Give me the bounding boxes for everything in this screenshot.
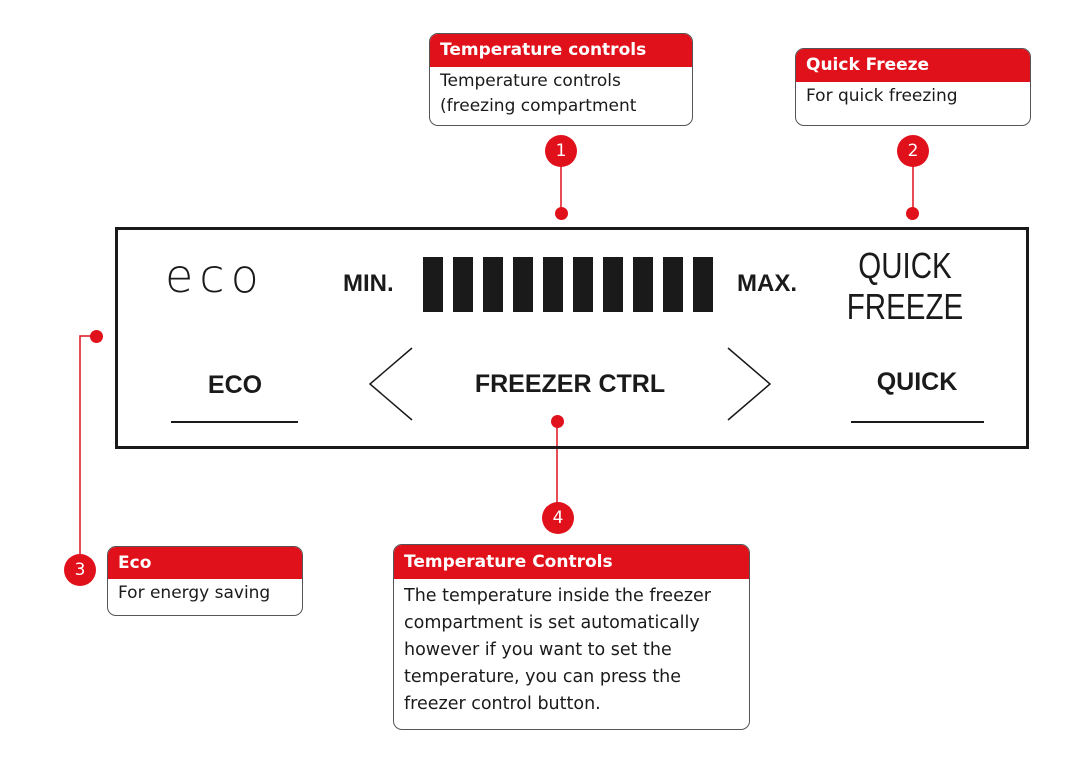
level-bar [483,257,503,312]
callout-title: Temperature controls [430,34,692,67]
leader-line-3 [79,335,96,570]
callout-body: The temperature inside the freezer compa… [404,586,711,714]
quick-freeze-indicator-line-1: QUICK [858,245,952,286]
callout-title: Temperature Controls [394,545,749,579]
quick-button-underline [851,421,984,423]
callout-number-2: 2 [897,135,929,167]
quick-button[interactable]: QUICK [876,368,958,396]
callout-eco: Eco For energy saving [107,546,303,616]
temperature-level-bars [423,257,713,312]
freezer-ctrl-button[interactable]: FREEZER CTRL [474,370,666,398]
anchor-dot-2 [906,207,919,220]
eco-button-underline [171,421,298,423]
anchor-dot-4 [551,415,564,428]
callout-number-1: 1 [545,135,577,167]
callout-temperature-controls-detail: Temperature Controls The temperature ins… [393,544,750,730]
eco-button[interactable]: ECO [207,371,263,399]
callout-body: For quick freezing [806,86,958,106]
level-bar [513,257,533,312]
callout-title: Eco [108,547,302,579]
anchor-dot-3 [90,330,103,343]
callout-temperature-controls: Temperature controls Temperature control… [429,33,693,126]
chevron-left-icon [368,347,413,421]
level-bar [573,257,593,312]
level-bar [543,257,563,312]
level-bar [693,257,713,312]
min-label: MIN. [343,270,394,297]
level-bar [633,257,653,312]
anchor-dot-1 [555,207,568,220]
callout-number-4: 4 [542,502,574,534]
level-bar [423,257,443,312]
max-label: MAX. [737,270,797,297]
quick-freeze-indicator-line-2: FREEZE [846,286,964,327]
callout-title: Quick Freeze [796,49,1030,82]
callout-number-3: 3 [64,554,96,586]
callout-body: Temperature controls (freezing compartme… [440,71,637,116]
level-bar [663,257,683,312]
level-bar [453,257,473,312]
chevron-right-icon [727,347,772,421]
control-panel [115,227,1029,449]
level-bar [603,257,623,312]
eco-logo: eco [165,249,265,303]
callout-body: For energy saving [118,583,271,603]
callout-quick-freeze: Quick Freeze For quick freezing [795,48,1031,126]
